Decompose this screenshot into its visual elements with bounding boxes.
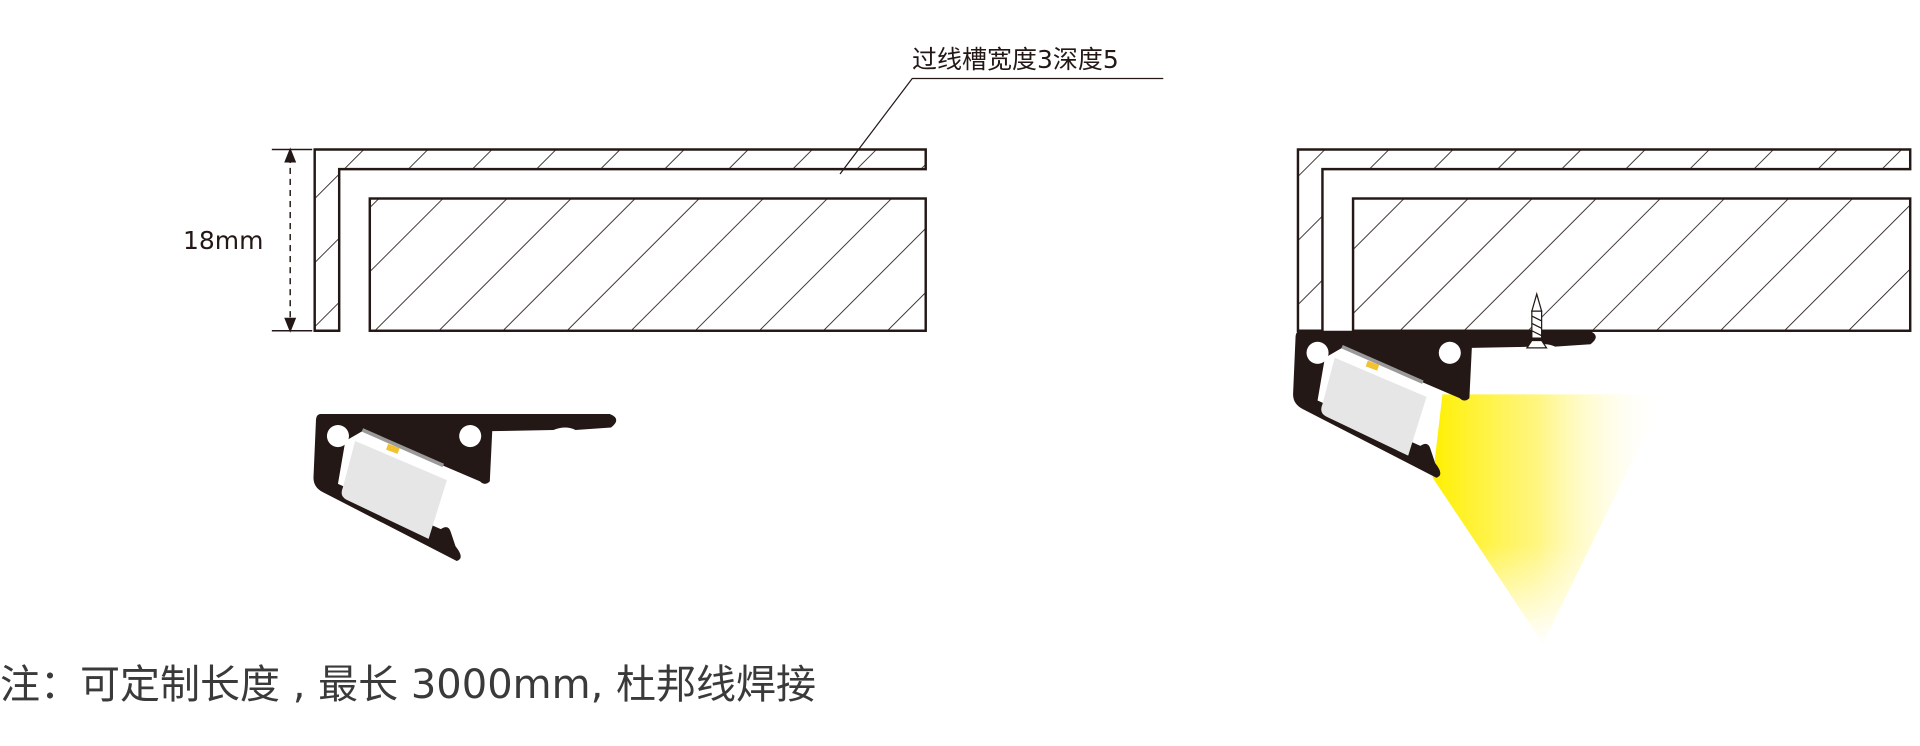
groove-spec-label: 过线槽宽度3深度5	[912, 45, 1119, 74]
light-beam	[1432, 394, 1666, 643]
height-dimension-label: 18mm	[183, 226, 264, 255]
screw-icon	[1525, 291, 1548, 349]
height-dimension	[271, 147, 313, 333]
cabinet-section-right	[1296, 148, 1912, 332]
footnote: 注：可定制长度 , 最长 3000mm, 杜邦线焊接	[0, 662, 817, 708]
cabinet-section-left	[313, 148, 927, 332]
led-profile-left	[311, 412, 619, 563]
groove-leader-line	[839, 77, 1164, 175]
